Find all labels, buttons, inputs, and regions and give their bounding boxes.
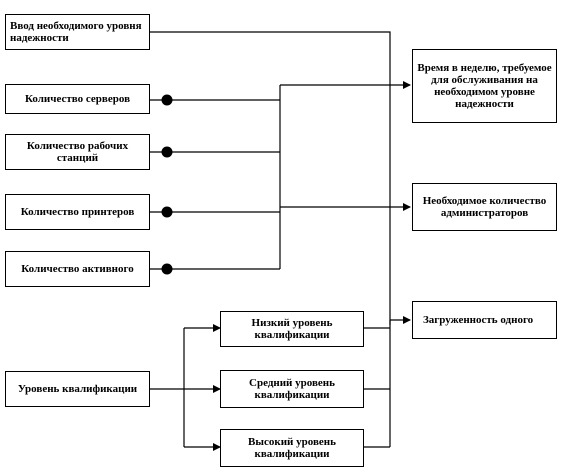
junction-dot-workstations bbox=[161, 146, 173, 158]
box-low-level: Низкий уровень квалификации bbox=[220, 311, 364, 347]
box-qualification: Уровень квалификации bbox=[5, 371, 150, 407]
printers-label: Количество принтеров bbox=[20, 206, 135, 218]
connector-reliability bbox=[150, 31, 391, 325]
high-level-label: Высокий уровень квалификации bbox=[248, 436, 336, 460]
load-output-label: Загруженность одного bbox=[423, 314, 534, 326]
box-servers: Количество серверов bbox=[5, 84, 150, 114]
low-level-label: Низкий уровень квалификации bbox=[251, 317, 333, 341]
qualification-label: Уровень квалификации bbox=[17, 383, 138, 395]
admins-output-label: Необходимое количество администраторов bbox=[422, 195, 547, 219]
junction-dot-printers bbox=[161, 206, 173, 218]
junction-dot-servers bbox=[161, 94, 173, 106]
box-admins-output: Необходимое количество администраторов bbox=[412, 183, 557, 231]
box-high-level: Высокий уровень квалификации bbox=[220, 429, 364, 467]
medium-level-label: Средний уровень квалификации bbox=[249, 377, 335, 401]
box-reliability-input: Ввод необходимого уровня надежности bbox=[5, 14, 150, 50]
junction-dot-active bbox=[161, 263, 173, 275]
active-label: Количество активного bbox=[21, 263, 134, 275]
box-active: Количество активного bbox=[5, 251, 150, 287]
box-workstations: Количество рабочих станций bbox=[5, 134, 150, 170]
box-load-output: Загруженность одного bbox=[412, 301, 557, 339]
box-time-output: Время в неделю, требуемое для обслуживан… bbox=[412, 49, 557, 123]
servers-label: Количество серверов bbox=[24, 93, 131, 105]
box-medium-level: Средний уровень квалификации bbox=[220, 370, 364, 408]
reliability-label: Ввод необходимого уровня надежности bbox=[10, 20, 142, 44]
workstations-label: Количество рабочих станций bbox=[26, 140, 129, 164]
time-output-label: Время в неделю, требуемое для обслуживан… bbox=[417, 62, 552, 110]
box-printers: Количество принтеров bbox=[5, 194, 150, 230]
